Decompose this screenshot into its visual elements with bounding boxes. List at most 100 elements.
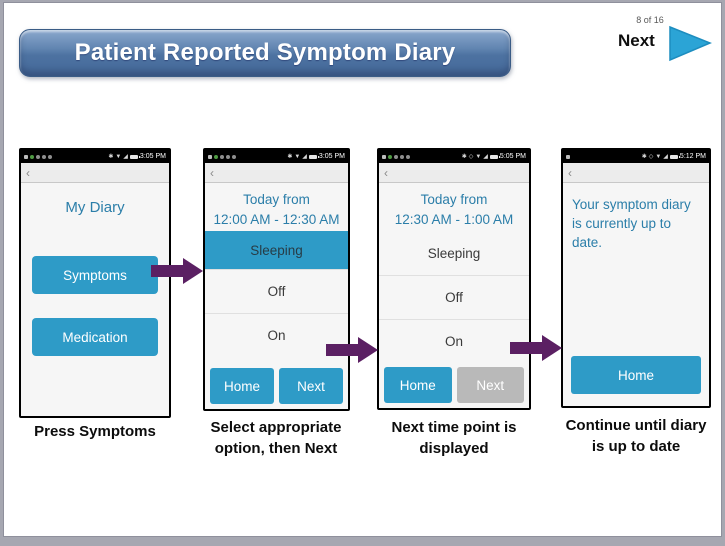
option-off[interactable]: Off [379, 275, 529, 319]
back-chevron-icon[interactable]: ‹ [568, 165, 572, 180]
notification-icons [382, 154, 410, 159]
caption-line: displayed [419, 440, 489, 457]
app-nav-bar: ‹ [21, 163, 169, 183]
caption-step-4: Continue until diary is up to date [536, 415, 725, 457]
caption-line: option, then Next [214, 440, 338, 457]
back-chevron-icon[interactable]: ‹ [26, 165, 30, 180]
notification-icon [400, 154, 404, 159]
bottom-button-row: Home Next [205, 368, 348, 409]
signal-icon: ◢ [302, 153, 307, 160]
location-icon: ◇ [468, 153, 474, 160]
caption-line: Next time point is [391, 419, 517, 436]
app-nav-bar: ‹ [379, 163, 529, 183]
medication-button[interactable]: Medication [32, 318, 158, 356]
notification-icons [208, 154, 236, 159]
app-notification-icon [214, 154, 218, 159]
notification-icon [226, 154, 230, 159]
home-button[interactable]: Home [210, 368, 274, 404]
app-notification-icon [30, 154, 34, 159]
page-title: Patient Reported Symptom Diary [74, 39, 456, 66]
bluetooth-icon: ✱ [461, 153, 467, 160]
option-on[interactable]: On [205, 313, 348, 357]
notification-icon [394, 154, 398, 159]
battery-icon [308, 154, 319, 159]
notification-icon [208, 154, 212, 159]
app-screen: Today from 12:30 AM - 1:00 AM Sleeping O… [379, 183, 529, 408]
status-time: 5:05 PM [499, 153, 526, 160]
notification-icon [42, 154, 46, 159]
status-time: 3:05 PM [318, 153, 345, 160]
notification-icon [48, 154, 52, 159]
battery-icon [129, 154, 140, 159]
status-icons: ✱ ◇ ▼ ◢ 5:12 PM [642, 153, 706, 160]
caption-step-3: Next time point is displayed [354, 417, 554, 459]
signal-icon: ◢ [483, 153, 488, 160]
screen-title: My Diary [65, 199, 125, 216]
app-screen: My Diary Symptoms Medication [21, 183, 169, 416]
caption-line: Press Symptoms [34, 423, 156, 440]
notification-icon [566, 154, 570, 159]
wifi-icon: ▼ [655, 153, 662, 160]
option-sleeping[interactable]: Sleeping [427, 245, 481, 261]
flow-arrow-3 [510, 335, 562, 361]
notification-icons [566, 154, 570, 159]
wifi-icon: ▼ [115, 153, 122, 160]
caption-line: Select appropriate [210, 419, 342, 436]
next-button-disabled[interactable]: Next [456, 367, 524, 403]
wifi-icon: ▼ [475, 153, 482, 160]
status-bar: ✱ ▼ ◢ 3:05 PM [21, 150, 169, 163]
app-screen: Your symptom diary is currently up to da… [563, 183, 709, 406]
back-chevron-icon[interactable]: ‹ [384, 165, 388, 180]
status-bar: ✱ ▼ ◢ 3:05 PM [205, 150, 348, 163]
battery-icon [489, 154, 500, 159]
next-button[interactable]: Next [279, 368, 343, 404]
caption-step-2: Select appropriate option, then Next [181, 417, 371, 459]
option-sleeping[interactable]: Sleeping [205, 231, 348, 269]
phone-screenshot-up-to-date: ✱ ◇ ▼ ◢ 5:12 PM ‹ Your symptom diary is … [561, 148, 711, 408]
page-indicator: 8 of 16 [636, 15, 664, 25]
app-nav-bar: ‹ [205, 163, 348, 183]
location-icon: ◇ [648, 153, 654, 160]
bluetooth-icon: ✱ [641, 153, 647, 160]
home-button[interactable]: Home [384, 367, 452, 403]
option-off[interactable]: Off [205, 269, 348, 313]
status-bar: ✱ ◇ ▼ ◢ 5:12 PM [563, 150, 709, 163]
timepoint-header-line1: Today from [243, 192, 310, 207]
phone-screenshot-my-diary: ✱ ▼ ◢ 3:05 PM ‹ My Diary Symptoms Medica… [19, 148, 171, 418]
phone-screenshot-timepoint-1: ✱ ▼ ◢ 3:05 PM ‹ Today from 12:00 AM - 12… [203, 148, 350, 411]
phone-screenshot-timepoint-2: ✱ ◇ ▼ ◢ 5:05 PM ‹ Today from 12:30 AM - … [377, 148, 531, 410]
notification-icon [382, 154, 386, 159]
app-notification-icon [388, 154, 392, 159]
home-button[interactable]: Home [571, 356, 701, 394]
timepoint-header-line2: 12:00 AM - 12:30 AM [213, 212, 340, 227]
notification-icon [36, 154, 40, 159]
timepoint-header-line1: Today from [420, 192, 488, 207]
flow-arrow-2 [326, 337, 378, 363]
status-time: 5:12 PM [679, 153, 706, 160]
app-screen: Today from 12:00 AM - 12:30 AM Sleeping … [205, 183, 348, 409]
symptoms-button[interactable]: Symptoms [32, 256, 158, 294]
bluetooth-icon: ✱ [287, 153, 293, 160]
diary-status-message: Your symptom diary is currently up to da… [572, 197, 691, 250]
status-bar: ✱ ◇ ▼ ◢ 5:05 PM [379, 150, 529, 163]
battery-icon [669, 154, 680, 159]
notification-icon [232, 154, 236, 159]
status-icons: ✱ ▼ ◢ 3:05 PM [108, 153, 166, 160]
notification-icon [24, 154, 28, 159]
signal-icon: ◢ [123, 153, 128, 160]
next-button-label[interactable]: Next [618, 31, 655, 50]
notification-icons [24, 154, 52, 159]
caption-step-1: Press Symptoms [4, 421, 186, 442]
timepoint-header: Today from 12:00 AM - 12:30 AM [205, 183, 348, 231]
flow-arrow-1 [151, 258, 203, 284]
bluetooth-icon: ✱ [108, 153, 114, 160]
next-arrow-icon[interactable] [667, 24, 713, 64]
option-on[interactable]: On [379, 319, 529, 363]
timepoint-header: Today from 12:30 AM - 1:00 AM [379, 183, 529, 231]
slide-canvas: Patient Reported Symptom Diary 8 of 16 N… [3, 2, 722, 537]
signal-icon: ◢ [663, 153, 668, 160]
status-icons: ✱ ▼ ◢ 3:05 PM [287, 153, 345, 160]
back-chevron-icon[interactable]: ‹ [210, 165, 214, 180]
wifi-icon: ▼ [294, 153, 301, 160]
title-banner: Patient Reported Symptom Diary [19, 29, 511, 77]
